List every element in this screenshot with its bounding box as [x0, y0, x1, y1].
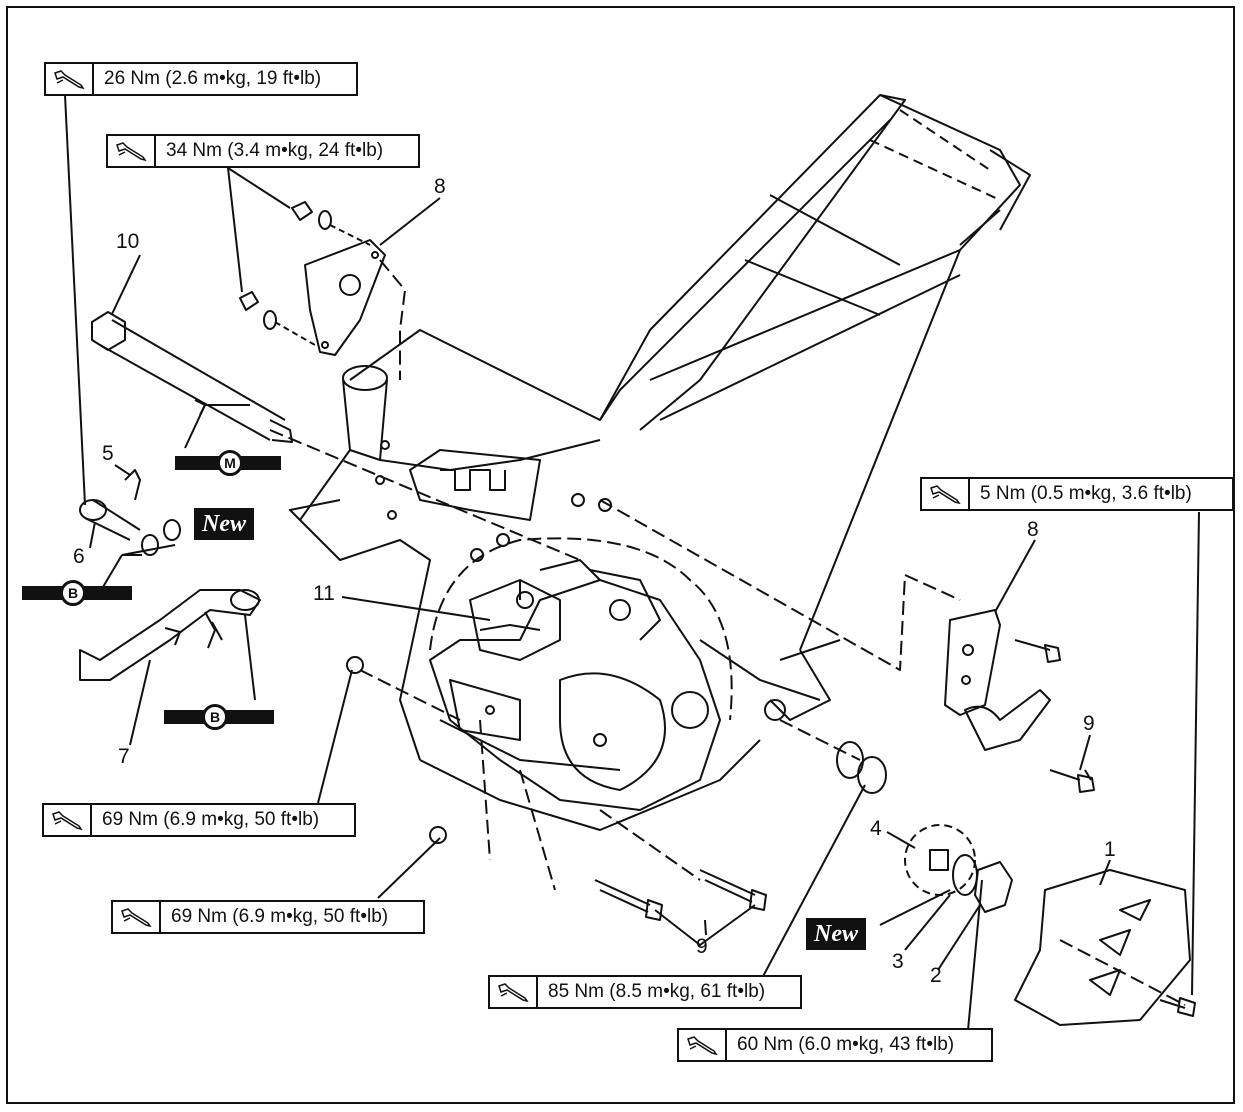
callout-8-right: 8 [1027, 518, 1039, 541]
part-6-pivot-bolt [79, 469, 181, 556]
torque-wrench-icon [679, 1030, 727, 1060]
torque-value: 69 Nm (6.9 m•kg, 50 ft•lb) [102, 809, 320, 830]
leader-lines [64, 94, 1200, 1031]
part-4-drive-sprocket [904, 824, 1013, 913]
callout-8-upper: 8 [434, 175, 446, 198]
new-part-tag: New [806, 918, 866, 950]
callout-11: 11 [313, 582, 335, 605]
part-8-right-bracket [944, 609, 1095, 793]
torque-label-26nm: 26 Nm (2.6 m•kg, 19 ft•lb) [44, 62, 358, 96]
callout-10: 10 [116, 230, 140, 253]
lube-symbol-moly-grease: M [175, 450, 281, 476]
new-part-tag: New [194, 508, 254, 540]
callout-9-right: 9 [1083, 712, 1095, 735]
lube-symbol-grease-left: B [22, 580, 132, 606]
torque-value: 69 Nm (6.9 m•kg, 50 ft•lb) [171, 906, 389, 927]
callout-1: 1 [1104, 838, 1116, 861]
torque-value: 34 Nm (3.4 m•kg, 24 ft•lb) [166, 140, 384, 161]
diagram-frame [6, 6, 1235, 1104]
torque-wrench-icon [46, 64, 94, 94]
callout-2: 2 [930, 964, 942, 987]
motorcycle-frame [289, 94, 1031, 831]
lube-letter: B [202, 704, 228, 730]
lube-letter: M [217, 450, 243, 476]
torque-wrench-icon [44, 805, 92, 835]
torque-label-85nm: 85 Nm (8.5 m•kg, 61 ft•lb) [488, 975, 802, 1009]
engine-assembly [429, 559, 721, 811]
torque-label-5nm: 5 Nm (0.5 m•kg, 3.6 ft•lb) [920, 477, 1234, 511]
torque-value: 60 Nm (6.0 m•kg, 43 ft•lb) [737, 1034, 955, 1055]
part-10-pivot-shaft [91, 311, 293, 443]
callout-4: 4 [870, 817, 882, 840]
swingarm-pivot-collar [836, 741, 887, 794]
callout-7: 7 [118, 745, 130, 768]
part-9-lower-bolts [594, 869, 767, 946]
lube-arrows [99, 399, 256, 701]
torque-wrench-icon [108, 136, 156, 166]
callout-9-lower: 9 [696, 935, 708, 958]
torque-wrench-icon [490, 977, 538, 1007]
assembly-guide-lines [269, 259, 1186, 1006]
torque-value: 26 Nm (2.6 m•kg, 19 ft•lb) [104, 68, 322, 89]
torque-value: 85 Nm (8.5 m•kg, 61 ft•lb) [548, 981, 766, 1002]
lube-symbol-grease-pedal: B [164, 704, 274, 730]
torque-value: 5 Nm (0.5 m•kg, 3.6 ft•lb) [980, 483, 1192, 504]
part-1-sprocket-cover [1014, 869, 1196, 1026]
lube-letter: B [60, 580, 86, 606]
callout-5: 5 [102, 442, 114, 465]
callout-3: 3 [892, 950, 904, 973]
part-8-upper-bracket [239, 201, 386, 356]
torque-label-34nm: 34 Nm (3.4 m•kg, 24 ft•lb) [106, 134, 420, 168]
torque-wrench-icon [113, 902, 161, 932]
torque-label-60nm: 60 Nm (6.0 m•kg, 43 ft•lb) [677, 1028, 993, 1062]
torque-label-69nm-upper: 69 Nm (6.9 m•kg, 50 ft•lb) [42, 803, 356, 837]
torque-wrench-icon [922, 479, 970, 509]
torque-label-69nm-lower: 69 Nm (6.9 m•kg, 50 ft•lb) [111, 900, 425, 934]
callout-6: 6 [73, 545, 85, 568]
part-7-brake-pedal [79, 589, 261, 681]
